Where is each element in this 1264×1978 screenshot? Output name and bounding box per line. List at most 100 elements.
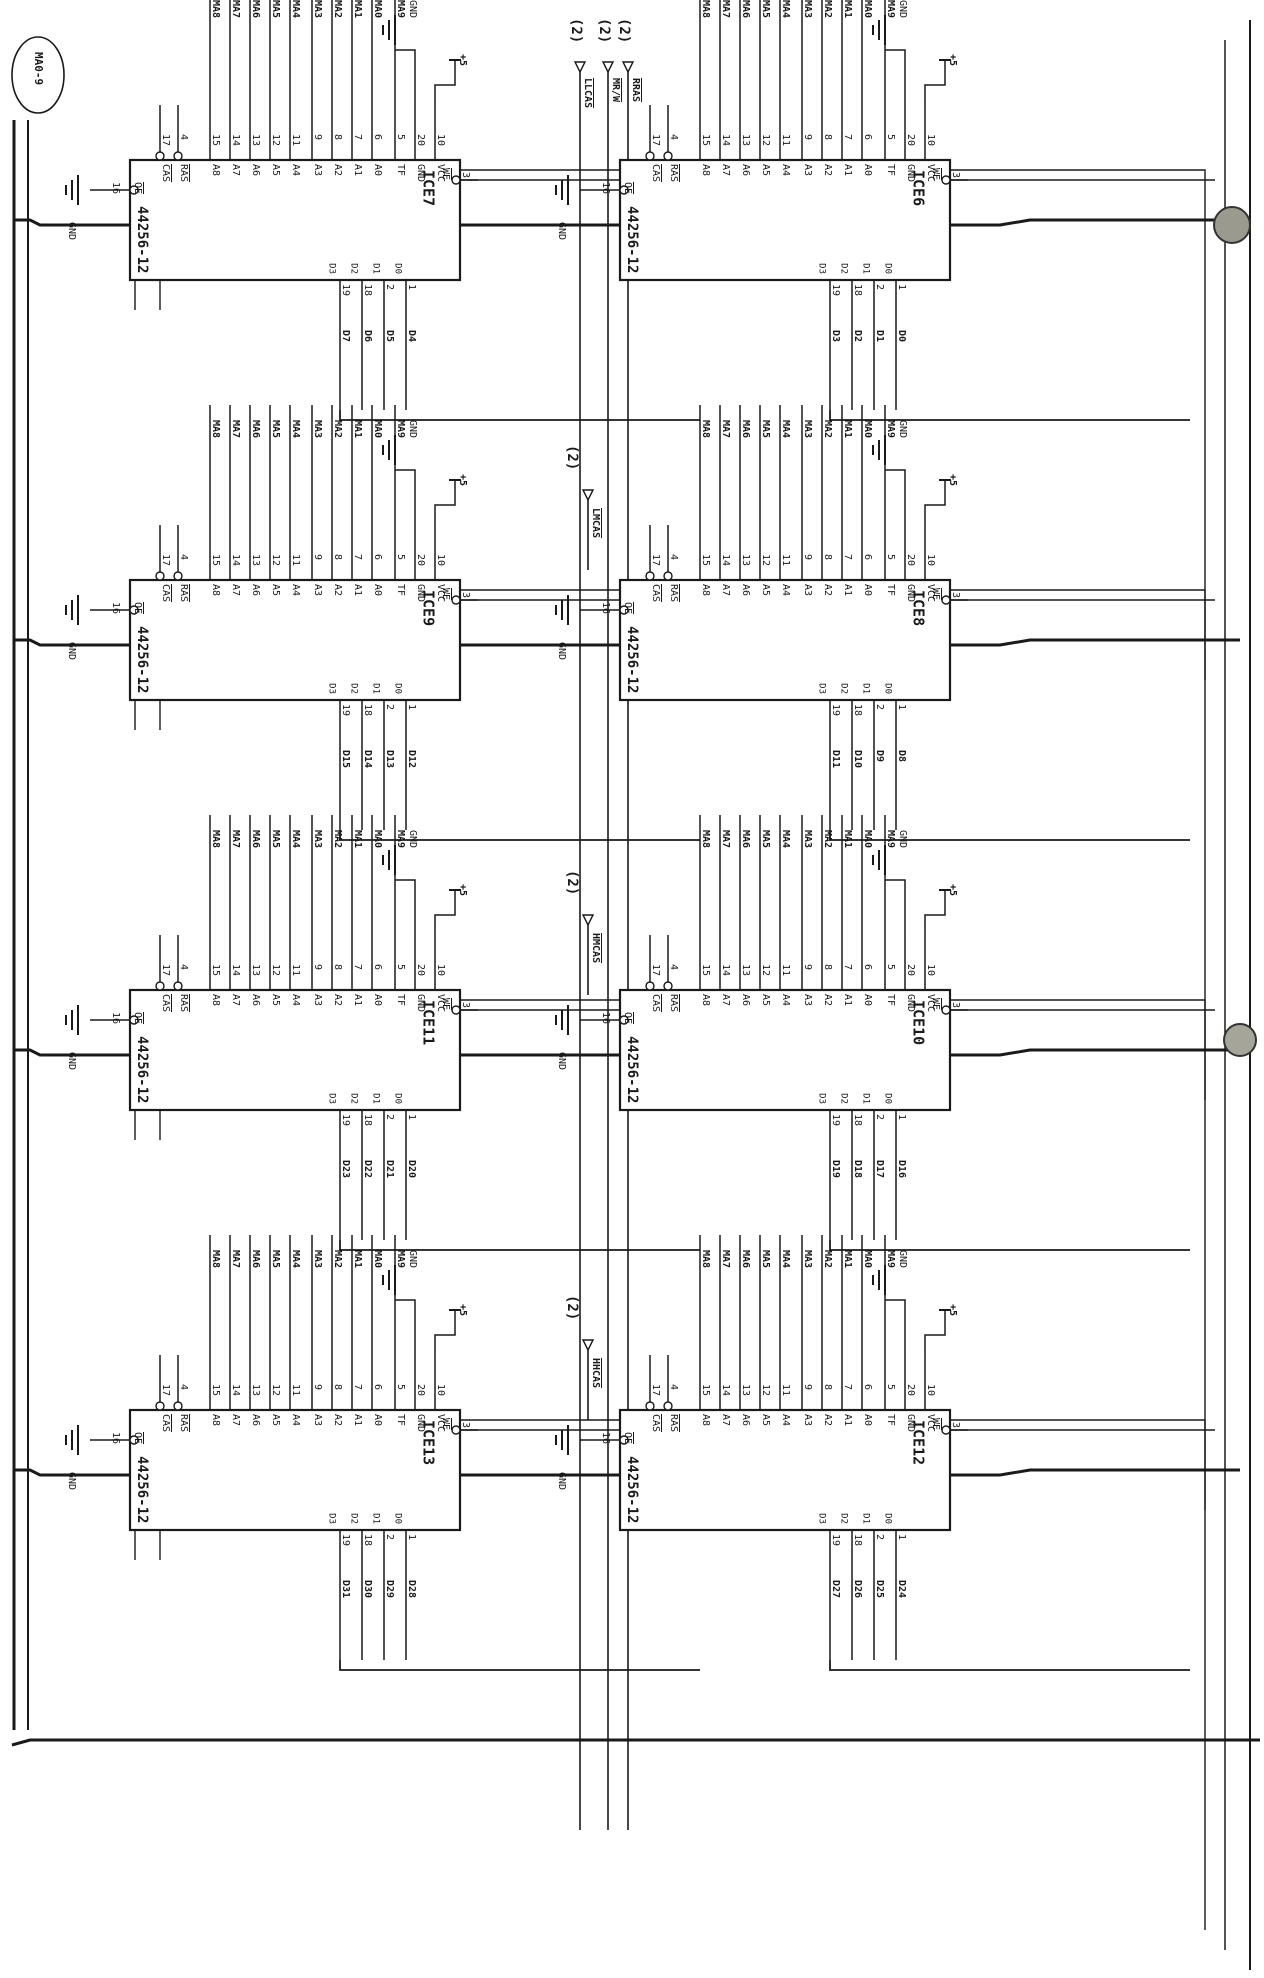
cas-arrow [581,489,595,502]
pin-number: 9 [802,964,813,970]
pin-number: 13 [740,554,751,566]
data-pin-name: D0 [393,1093,403,1104]
pin-number: 13 [250,134,261,146]
data-pin-number: 2 [384,284,395,290]
address-net-label: MA9 [885,830,896,848]
gnd-pin-wire [885,1299,906,1355]
data-pin-number: 2 [384,1114,395,1120]
data-bit-label: D29 [384,1580,395,1598]
pin-name: TF [395,1414,406,1426]
cas-bubble [155,1401,165,1411]
pin-number: 20 [415,964,426,976]
data-bit-label: D7 [340,330,351,342]
chip-gnd-symbol [872,15,886,45]
data-bit-label: D22 [362,1160,373,1178]
data-pin-name: D1 [861,1513,871,1524]
pin-name: A2 [822,1414,833,1426]
ras-bubble [663,1401,673,1411]
gnd-pin-wire [395,49,416,105]
oe-gnd-symbol [65,175,79,205]
data-bit-label: D8 [896,750,907,762]
pin-name: RAS [178,994,189,1012]
pin-name: VCC [435,584,446,602]
data-pin-name: D1 [371,683,381,694]
vcc-pin-wire [434,60,456,105]
pin-name: A6 [250,584,261,596]
pin-name: A8 [700,1414,711,1426]
pin-number: 14 [720,964,731,976]
data-pin-name: D2 [349,1093,359,1104]
address-net-label: MA5 [760,1250,771,1268]
address-net-label: MA7 [230,420,241,438]
sheet-ref-marker: (2) [616,18,632,43]
oe-pin-number: 16 [110,182,121,194]
plus5-label: +5 [947,1304,958,1316]
control-signal-name: LLCAS [582,78,593,108]
scan-blob [1223,1023,1257,1057]
data-bus-tie [829,1660,1190,1671]
data-bit-label: D3 [830,330,841,342]
pin-name: A3 [802,994,813,1006]
address-net-label: MA3 [312,420,323,438]
address-net-label: MA7 [720,1250,731,1268]
gnd-pin-wire [395,1299,416,1355]
part-number: 44256-12 [624,1036,640,1103]
plus5-label: +5 [457,474,468,486]
scan-blob [1213,206,1251,244]
pin-number: 17 [160,1384,171,1396]
sheet-ref-marker: (2) [568,18,584,43]
address-net-label: MA1 [842,830,853,848]
gnd-label: GND [897,1250,908,1268]
address-net-label: MA5 [270,830,281,848]
pin-number: 5 [885,964,896,970]
pin-number: 20 [905,554,916,566]
address-net-label: MA0 [372,0,383,18]
pin-number: 14 [720,1384,731,1396]
oe-bubble [619,1015,629,1025]
control-signal-name: MR/W [610,78,621,103]
oe-bubble [619,605,629,615]
pin-name: VCC [925,164,936,182]
dram-chip-ice13 [128,1408,462,1532]
we-bubble [941,1005,951,1015]
data-pin-number: 1 [406,1534,417,1540]
address-net-label: MA6 [250,0,261,18]
pin-name: TF [885,1414,896,1426]
pin-name: A4 [290,994,301,1006]
pin-name: A3 [312,584,323,596]
pin-name: VCC [435,994,446,1012]
pin-name: A2 [822,994,833,1006]
pin-name: A4 [290,584,301,596]
pin-name: A3 [802,584,813,596]
we-bubble [941,1425,951,1435]
pin-name: A2 [332,164,343,176]
pin-number: 15 [210,964,221,976]
data-bit-label: D31 [340,1580,351,1598]
pin-name: A0 [862,164,873,176]
pin-name: GND [415,164,426,182]
signal-arrow [621,61,635,74]
pin-number: 8 [332,1384,343,1390]
chip-reference: ICE10 [910,1000,928,1045]
address-net-label: MA7 [720,830,731,848]
address-net-label: MA8 [210,420,221,438]
gnd-label: GND [897,0,908,18]
vcc-pin-wire [924,890,946,935]
address-net-label: MA9 [885,0,896,18]
pin-name: A5 [760,994,771,1006]
pin-number: 6 [862,134,873,140]
oe-gnd-symbol [555,595,569,625]
pin-number: 4 [178,1384,189,1390]
pin-number: 14 [230,964,241,976]
oe-pin-number: 16 [110,602,121,614]
pin-name: GND [415,1414,426,1432]
oe-pin-number: 16 [600,1432,611,1444]
pin-name: A6 [740,164,751,176]
pin-number: 4 [668,134,679,140]
data-bit-label: D0 [896,330,907,342]
pin-name: A2 [822,164,833,176]
pin-number: 4 [178,554,189,560]
address-net-label: MA6 [740,0,751,18]
data-bit-label: D12 [406,750,417,768]
data-pin-name: D0 [393,263,403,274]
